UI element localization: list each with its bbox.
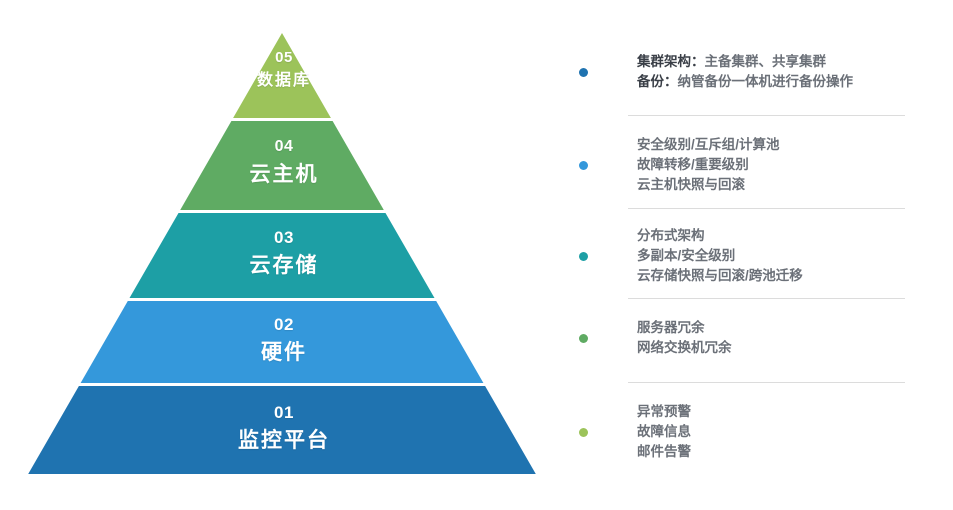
annotation-line: 多副本/安全级别 [637, 246, 803, 266]
annotation-line: 邮件告警 [637, 442, 691, 462]
annotation-block-cloud-storage[interactable]: 分布式架构 多副本/安全级别 云存储快照与回滚/跨池迁移 [570, 226, 930, 286]
annotation-line-text: 网络交换机冗余 [637, 340, 732, 355]
annotation-line: 云主机快照与回滚 [637, 175, 780, 195]
annotation-line: 云存储快照与回滚/跨池迁移 [637, 266, 803, 286]
annotation-divider-4 [628, 382, 905, 383]
pyramid-level-2-shape[interactable] [80, 301, 484, 383]
annotation-list: 集群架构：主备集群、共享集群 备份：纳管备份一体机进行备份操作 安全级别/互斥组… [570, 30, 930, 490]
annotation-line-text: 主备集群、共享集群 [704, 54, 827, 69]
annotation-line-text: 故障信息 [637, 424, 691, 439]
annotation-line: 故障信息 [637, 422, 691, 442]
annotation-lines-1: 集群架构：主备集群、共享集群 备份：纳管备份一体机进行备份操作 [637, 52, 853, 92]
annotation-line-lead: 集群架构： [637, 54, 705, 69]
annotation-line: 安全级别/互斥组/计算池 [637, 135, 780, 155]
bullet-icon-2 [579, 160, 588, 170]
pyramid-level-3-shape[interactable] [129, 213, 435, 298]
annotation-line-text: 邮件告警 [637, 444, 691, 459]
annotation-line-text: 纳管备份一体机进行备份操作 [677, 74, 854, 89]
annotation-line-text: 云主机快照与回滚 [637, 177, 745, 192]
bullet-icon-4 [579, 333, 588, 343]
annotation-line: 网络交换机冗余 [637, 338, 732, 358]
pyramid-level-4-shape[interactable] [180, 121, 384, 210]
annotation-line: 分布式架构 [637, 226, 803, 246]
annotation-line: 备份：纳管备份一体机进行备份操作 [637, 72, 853, 92]
annotation-lines-4: 服务器冗余 网络交换机冗余 [637, 318, 732, 358]
bullet-icon-1 [579, 67, 588, 77]
annotation-line-text: 故障转移/重要级别 [637, 157, 749, 172]
annotation-line-text: 异常预警 [637, 404, 691, 419]
bullet-icon-5 [579, 427, 588, 437]
annotation-lines-2: 安全级别/互斥组/计算池 故障转移/重要级别 云主机快照与回滚 [637, 135, 780, 195]
annotation-line-text: 云存储快照与回滚/跨池迁移 [637, 268, 803, 283]
annotation-block-cloud-host[interactable]: 安全级别/互斥组/计算池 故障转移/重要级别 云主机快照与回滚 [570, 135, 930, 195]
annotation-block-monitoring[interactable]: 异常预警 故障信息 邮件告警 [570, 402, 930, 462]
annotation-lines-3: 分布式架构 多副本/安全级别 云存储快照与回滚/跨池迁移 [637, 226, 803, 286]
pyramid-diagram: 05 数据库 04 云主机 03 云存储 02 硬件 01 监控平台 [22, 26, 546, 482]
pyramid-level-5-shape[interactable] [233, 33, 331, 118]
annotation-block-database[interactable]: 集群架构：主备集群、共享集群 备份：纳管备份一体机进行备份操作 [570, 52, 930, 92]
annotation-block-hardware[interactable]: 服务器冗余 网络交换机冗余 [570, 318, 930, 358]
annotation-divider-2 [628, 208, 905, 209]
annotation-line: 服务器冗余 [637, 318, 732, 338]
annotation-line-text: 分布式架构 [637, 228, 705, 243]
pyramid-svg [28, 33, 536, 474]
annotation-line-text: 多副本/安全级别 [637, 248, 736, 263]
annotation-lines-5: 异常预警 故障信息 邮件告警 [637, 402, 691, 462]
annotation-divider-1 [628, 115, 905, 116]
annotation-line: 异常预警 [637, 402, 691, 422]
annotation-line-lead: 备份： [637, 74, 678, 89]
pyramid-level-1-shape[interactable] [28, 386, 536, 474]
annotation-line: 故障转移/重要级别 [637, 155, 780, 175]
bullet-icon-3 [579, 251, 588, 261]
annotation-line-text: 服务器冗余 [637, 320, 705, 335]
annotation-divider-3 [628, 298, 905, 299]
annotation-line-text: 安全级别/互斥组/计算池 [637, 137, 780, 152]
annotation-line: 集群架构：主备集群、共享集群 [637, 52, 853, 72]
